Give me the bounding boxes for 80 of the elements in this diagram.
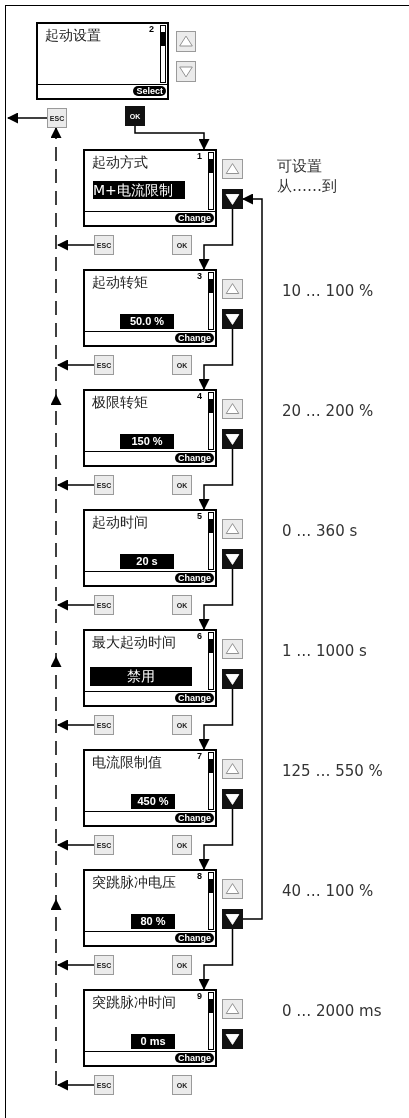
column-heading: 从……到 [277, 176, 337, 196]
page-number: 1 [197, 151, 202, 162]
arrow [57, 599, 95, 611]
display-screen [36, 22, 169, 100]
down-key-icon [222, 909, 243, 929]
page-number: 9 [197, 991, 202, 1002]
screen-title: 突跳脉冲时间 [92, 994, 176, 1011]
arrow [57, 479, 95, 491]
arrow [198, 568, 234, 630]
softkey-label: Change [175, 213, 214, 223]
arrow [57, 839, 95, 851]
down-key-icon [222, 309, 243, 329]
range-text: 1 … 1000 s [282, 641, 367, 661]
page-number: 4 [197, 391, 202, 402]
softkey-label: Change [175, 333, 214, 343]
softkey-label: Select [133, 86, 166, 96]
display-screen [83, 749, 217, 827]
arrow [134, 125, 210, 150]
softkey-label: Change [175, 933, 214, 943]
range-text: 0 … 360 s [282, 521, 358, 541]
down-key-icon [222, 429, 243, 449]
range-text: 40 … 100 % [282, 881, 374, 901]
page-number: 2 [149, 24, 154, 35]
value-display: 20 s [120, 554, 174, 569]
range-text: 125 … 550 % [282, 761, 383, 781]
display-screen [83, 629, 217, 707]
arrow [57, 959, 95, 971]
down-key-icon [222, 1029, 243, 1049]
page-number: 7 [197, 751, 202, 762]
softkey-label: Change [175, 1053, 214, 1063]
arrow [242, 193, 263, 920]
dashed-arrow [51, 127, 62, 1086]
page-number: 5 [197, 511, 202, 522]
screen-title: 起动设置 [45, 27, 101, 44]
range-text: 0 … 2000 ms [282, 1001, 382, 1021]
value-display: 150 % [120, 434, 174, 449]
softkey-label: Change [175, 813, 214, 823]
arrow [57, 239, 95, 251]
display-screen [83, 149, 217, 227]
column-heading: 可设置 [277, 156, 322, 176]
arrow [198, 808, 234, 870]
down-key-icon [222, 189, 243, 209]
display-screen [83, 869, 217, 947]
screen-title: 起动转矩 [92, 274, 148, 291]
screen-title: 突跳脉冲电压 [92, 874, 176, 891]
value-display: 50.0 % [120, 314, 174, 329]
value-display: 450 % [131, 794, 175, 809]
screen-title: 极限转矩 [92, 394, 148, 411]
arrow [198, 448, 234, 510]
page-number: 3 [197, 271, 202, 282]
display-screen [83, 509, 217, 587]
screen-title: 最大起动时间 [92, 634, 176, 651]
screen-title: 起动方式 [92, 154, 148, 171]
range-text: 20 … 200 % [282, 401, 374, 421]
page-number: 6 [197, 631, 202, 642]
arrow [198, 208, 234, 270]
screen-title: 电流限制值 [92, 754, 162, 771]
arrow [198, 328, 234, 390]
arrow [198, 928, 234, 990]
down-key-icon [222, 789, 243, 809]
arrow [57, 359, 95, 371]
softkey-label: Change [175, 573, 214, 583]
arrow [57, 1079, 95, 1091]
value-display: 0 ms [131, 1034, 175, 1049]
softkey-label: Change [175, 453, 214, 463]
softkey-label: Change [175, 693, 214, 703]
value-display: M+电流限制 [93, 181, 185, 199]
screen-title: 起动时间 [92, 514, 148, 531]
display-screen [83, 269, 217, 347]
display-screen [83, 389, 217, 467]
range-text: 10 … 100 % [282, 281, 374, 301]
down-key-icon [222, 549, 243, 569]
down-key-icon [222, 669, 243, 689]
arrow [198, 688, 234, 750]
value-display: 禁用 [90, 667, 192, 686]
arrow [57, 719, 95, 731]
display-screen [83, 989, 217, 1067]
arrow [7, 112, 48, 124]
page-number: 8 [197, 871, 202, 882]
value-display: 80 % [131, 914, 175, 929]
